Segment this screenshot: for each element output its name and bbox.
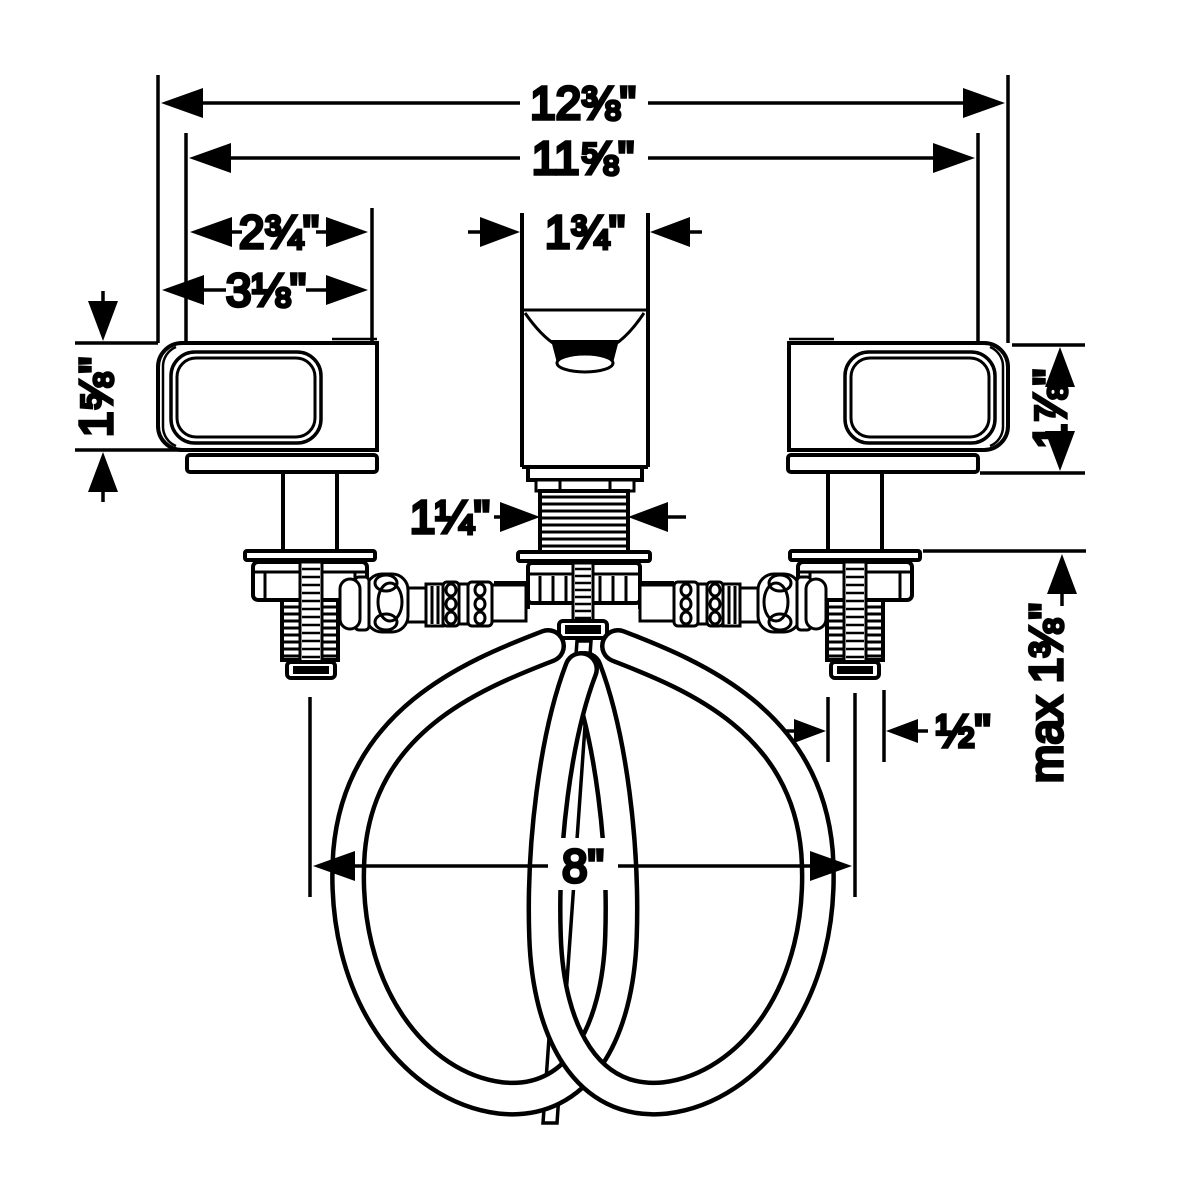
arrowhead-right <box>326 217 368 247</box>
dimension-annotations: 12⅜" 11⅝" 2¾" 3⅛" <box>68 75 1086 897</box>
arrowhead-right <box>500 502 540 532</box>
handle-total-height-label: 1⅞" <box>1024 369 1076 449</box>
dimension-spout-width: 1¾" <box>468 204 702 260</box>
dimension-handle-height: 1⅝" <box>68 291 187 502</box>
braid <box>466 580 494 628</box>
right-handle <box>786 337 1010 474</box>
right-stud-threads <box>846 567 864 659</box>
handle-depth-label: 3⅛" <box>226 264 306 316</box>
right-handle-lever-outline <box>843 350 997 445</box>
dimension-valve-shank: ½" <box>786 690 992 762</box>
overall-width-label: 12⅜" <box>530 77 636 129</box>
right-connector <box>638 572 828 634</box>
dimension-overall-width: 12⅜" <box>156 75 1010 343</box>
hose-loops <box>330 628 836 1117</box>
arrowhead-left <box>162 275 204 305</box>
arrowhead-right <box>480 217 520 247</box>
max-counter-thickness-label: max 1⅜" <box>1020 603 1072 783</box>
spout-base-plate <box>526 465 644 482</box>
spout-shank <box>538 489 630 554</box>
left-handle-base <box>185 453 379 474</box>
handle-length-label: 2¾" <box>239 206 319 258</box>
aerator-opening <box>555 352 615 374</box>
arrowhead-right <box>326 275 368 305</box>
nut-ribs <box>538 576 628 601</box>
spout-flange <box>516 550 652 563</box>
spout-shank-label: 1¼" <box>410 491 490 543</box>
left-valve-flange <box>243 549 377 562</box>
arrowhead-left <box>190 217 232 247</box>
end-cap <box>338 577 362 631</box>
left-handle <box>156 337 379 474</box>
hex-nut <box>424 582 445 628</box>
right-hose-inner <box>531 632 832 1113</box>
dimension-spout-shank: 1¼" <box>408 489 686 545</box>
spout-shank-threads <box>542 495 626 548</box>
hole-spacing-label: 8" <box>562 840 604 892</box>
left-stud-threads <box>302 567 320 659</box>
arrowhead-left <box>161 88 203 118</box>
arrowhead-up <box>1045 347 1075 387</box>
right-handle-back-seam <box>989 345 1005 448</box>
hex-nut <box>721 582 742 628</box>
braid <box>672 580 700 628</box>
dimension-mounting-width: 11⅝" <box>184 130 980 343</box>
spout <box>520 213 650 493</box>
arrowhead-down <box>1045 431 1075 471</box>
right-handle-base <box>786 453 980 474</box>
left-handle-lever-inner <box>175 356 317 439</box>
arrowhead-up <box>88 452 118 492</box>
handle-height-label: 1⅝" <box>70 357 122 437</box>
right-valve-clamp-block <box>837 666 873 674</box>
tube <box>490 583 528 623</box>
left-connector <box>338 572 528 634</box>
left-handle-lever-outline <box>169 350 323 445</box>
arrowhead-up <box>1047 554 1077 594</box>
dimension-handle-total-height: 1⅞" <box>980 343 1085 475</box>
arrowhead-left <box>313 851 355 881</box>
faucet-assembly <box>156 213 1010 1125</box>
spout-width-label: 1¾" <box>545 206 625 258</box>
dimension-hole-spacing: 8" <box>308 693 857 897</box>
arrowhead-right <box>963 88 1005 118</box>
arrowhead-left <box>886 719 918 743</box>
mounting-width-label: 11⅝" <box>532 132 634 184</box>
spout-stud-threads <box>575 567 591 620</box>
arrowhead-right <box>794 719 826 743</box>
left-valve-clamp-block <box>293 666 329 674</box>
arrowhead-down <box>88 301 118 341</box>
dimension-handle-length: 2¾" <box>190 204 374 341</box>
right-handle-lever-inner <box>849 356 991 439</box>
arrowhead-right <box>933 143 975 173</box>
tube <box>638 583 676 623</box>
right-valve-flange <box>788 549 922 562</box>
spout-stud <box>571 561 595 625</box>
valve-shank-label: ½" <box>936 705 991 757</box>
label-backing <box>552 838 614 890</box>
left-handle-back-seam <box>161 345 177 448</box>
left-hose-inner <box>334 632 635 1113</box>
right-valve <box>788 472 922 680</box>
arrowhead-left <box>189 143 231 173</box>
left-valve <box>243 472 377 680</box>
dimension-handle-depth: 3⅛" <box>162 262 368 318</box>
dimension-max-counter-thickness: max 1⅜" <box>923 549 1086 785</box>
end-cap <box>804 577 828 631</box>
spout-clamp-block <box>565 625 601 634</box>
arrowhead-right <box>810 851 852 881</box>
arrowhead-left <box>650 217 690 247</box>
arrowhead-left <box>628 502 668 532</box>
